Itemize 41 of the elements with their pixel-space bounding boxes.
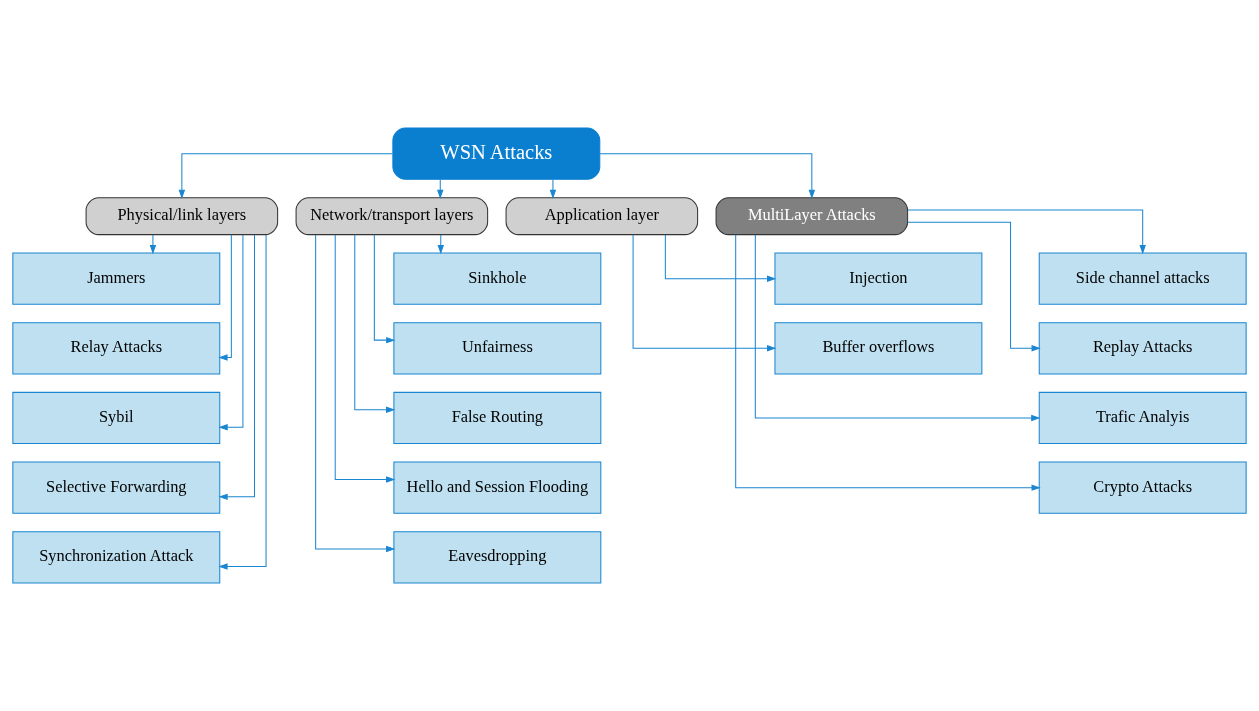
arrow	[218, 234, 267, 570]
node-box: Selective Forwarding	[12, 461, 221, 514]
node-box: Hello and Session Flooding	[393, 461, 602, 514]
arrow	[664, 234, 777, 282]
arrow	[754, 234, 1041, 422]
arrow	[218, 234, 244, 431]
node-box: Side channel attacks	[1038, 252, 1247, 305]
arrow	[354, 234, 396, 413]
node-box: WSN Attacks	[392, 127, 601, 180]
node-box: Buffer overflows	[774, 322, 983, 375]
arrow	[735, 234, 1041, 491]
arrow	[549, 178, 557, 200]
node-box: Trafic Analyis	[1038, 391, 1247, 445]
node-box: Synchronization Attack	[12, 531, 221, 584]
arrow	[632, 234, 777, 352]
node-box: Application layer	[505, 197, 699, 236]
node-box: Physical/link layers	[85, 197, 279, 236]
arrow	[149, 234, 157, 255]
node-box: Replay Attacks	[1038, 322, 1247, 375]
node-box: MultiLayer Attacks	[715, 197, 909, 236]
node-box: Eavesdropping	[393, 531, 602, 584]
node-box: Network/transport layers	[295, 197, 489, 236]
node-box: Relay Attacks	[12, 322, 221, 375]
arrow	[334, 234, 396, 483]
arrow	[599, 153, 816, 199]
arrow	[437, 234, 444, 255]
node-box: Injection	[774, 252, 983, 305]
arrow	[907, 209, 1146, 255]
arrow	[178, 153, 393, 199]
arrow	[218, 234, 232, 361]
node-box: Crypto Attacks	[1038, 461, 1247, 514]
node-box: Jammers	[12, 252, 221, 305]
arrow	[315, 234, 396, 553]
arrow	[218, 234, 255, 501]
arrow	[907, 221, 1041, 352]
node-box: Unfairness	[393, 322, 602, 375]
node-box: False Routing	[393, 391, 602, 445]
arrow	[437, 178, 444, 200]
node-box: Sybil	[12, 391, 221, 445]
arrow	[373, 234, 396, 344]
node-box: Sinkhole	[393, 252, 602, 305]
